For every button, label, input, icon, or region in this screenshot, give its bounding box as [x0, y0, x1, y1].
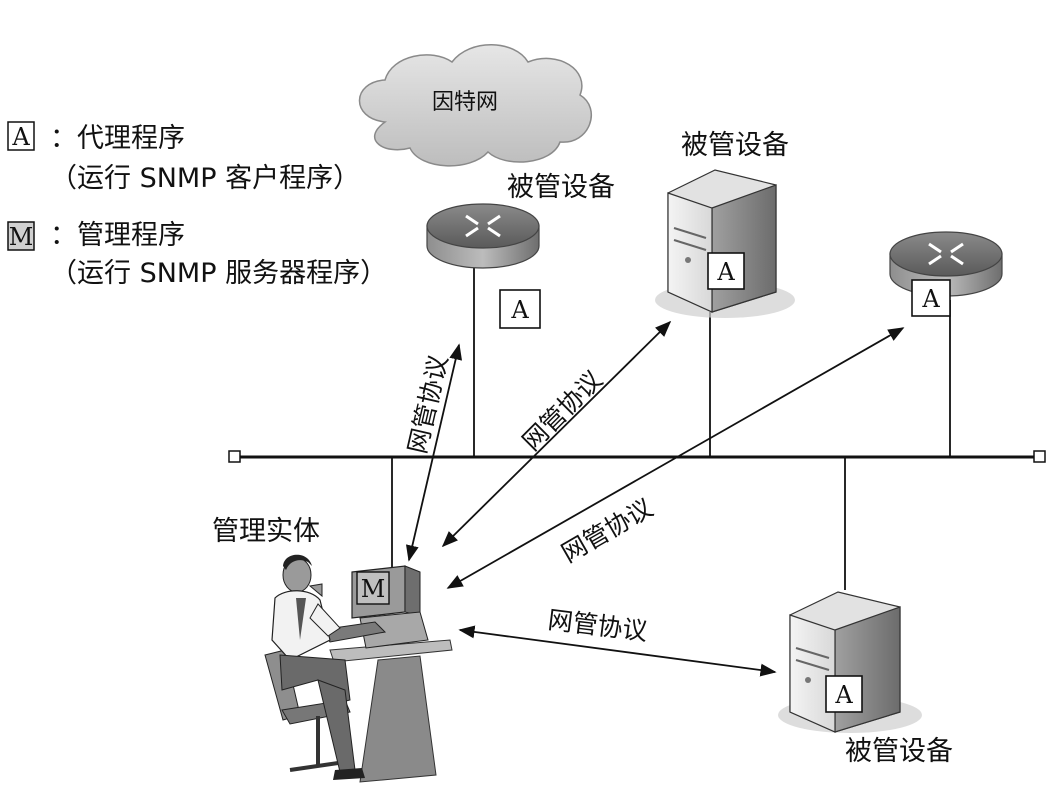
management-entity: 管理实体 M	[212, 516, 453, 783]
manager-legend-desc: （运行 SNMP 服务器程序）	[50, 258, 387, 289]
agent-letter-router-left: A	[510, 296, 529, 324]
agent-letter-server-bottom: A	[834, 681, 853, 709]
agent-letter-server-top: A	[716, 258, 735, 286]
internet-cloud: 因特网	[358, 44, 592, 167]
agent-box-server-top	[707, 252, 745, 290]
manager-screen-letter: M	[361, 575, 386, 603]
protocol-labels: 网管协议 网管协议 网管协议 网管协议	[403, 352, 658, 646]
arrow-to-server-bottom	[458, 625, 777, 677]
agent-legend-letter: A	[11, 123, 30, 151]
agent-legend-title: ：代理程序	[50, 123, 185, 154]
bus-terminator-left	[228, 450, 241, 463]
cloud-label: 因特网	[432, 90, 498, 115]
manager-screen-box	[356, 571, 390, 605]
server-bottom: A 被管设备	[778, 591, 953, 767]
label-manager: 管理实体	[212, 516, 320, 547]
protocol-arrows	[405, 320, 905, 677]
protocol-label-2: 网管协议	[517, 365, 608, 456]
protocol-label-4: 网管协议	[546, 605, 649, 646]
cloud-shape	[358, 44, 592, 167]
arrow-to-router-right	[446, 327, 905, 589]
router-arrows-icon	[465, 214, 501, 238]
legend: A ：代理程序 （运行 SNMP 客户程序） M ：管理程序 （运行 SNMP …	[7, 121, 387, 289]
manager-legend-box	[7, 221, 35, 251]
agent-box-router-right	[911, 279, 951, 317]
agent-legend-desc: （运行 SNMP 客户程序）	[50, 163, 360, 194]
protocol-label-3: 网管协议	[557, 493, 658, 568]
bus-terminator-right	[1033, 450, 1046, 463]
router-left: A 被管设备	[426, 172, 615, 329]
agent-letter-router-right: A	[921, 285, 940, 313]
label-router-left: 被管设备	[507, 172, 615, 203]
label-server-bottom: 被管设备	[845, 736, 953, 767]
person-icon	[271, 554, 365, 780]
agent-box-server-bottom	[825, 675, 863, 713]
manager-legend-title: ：管理程序	[50, 220, 185, 251]
manager-legend-letter: M	[9, 223, 34, 251]
label-server-top: 被管设备	[681, 130, 789, 161]
server-top: A 被管设备	[655, 130, 795, 318]
agent-legend-box	[7, 121, 35, 151]
router-right-arrows-icon	[928, 242, 964, 266]
router-right: A	[889, 231, 1003, 317]
